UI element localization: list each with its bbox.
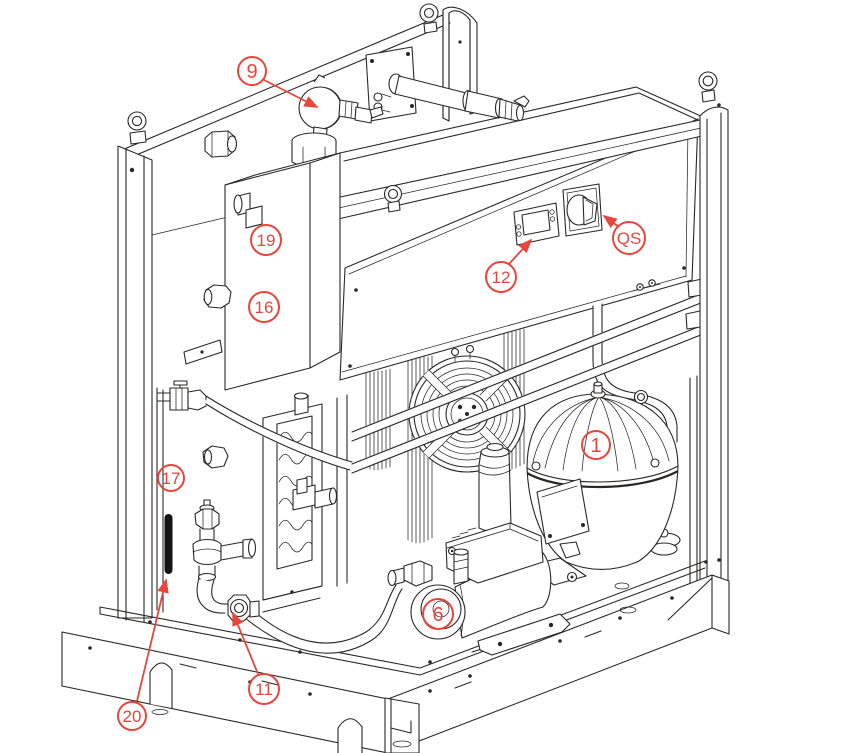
- left-corner-post: [117, 111, 164, 623]
- compressor: [526, 381, 681, 586]
- callout-label-16: 16: [255, 298, 274, 317]
- callout-circle-9: [237, 56, 267, 86]
- callout-circle-1: [581, 430, 611, 460]
- buffer-tank: [183, 74, 384, 391]
- suction-accumulator: [478, 442, 512, 533]
- callout-arrow-12: [508, 238, 533, 265]
- callout-arrow-QS: [602, 214, 620, 229]
- callout-arrow-20: [136, 578, 169, 702]
- back-panel-plug: [204, 130, 238, 158]
- water-pipes: [350, 278, 728, 474]
- callout-label-QS: QS: [617, 229, 642, 248]
- callout-label-19: 19: [257, 231, 276, 250]
- callout-circle-19: [250, 224, 282, 256]
- callout-label-6: 6: [432, 604, 443, 626]
- cabinet-top-back-rim: [339, 86, 704, 162]
- callout-circle-6: [422, 598, 454, 630]
- water-pump: [387, 522, 571, 656]
- callout-circle-17: [157, 464, 185, 492]
- callout-label-20: 20: [123, 707, 142, 726]
- callout-arrow-9: [263, 79, 319, 108]
- callout-circle-12: [485, 261, 517, 293]
- callout-label-17: 17: [162, 469, 181, 488]
- coil-window: [262, 392, 348, 613]
- controller-display: [513, 202, 560, 246]
- valve-assembly: [156, 380, 403, 654]
- callouts: 9 19 16 12 QS 1 17 6 11 20: [117, 56, 646, 731]
- callout-circle-QS: [612, 221, 646, 255]
- callout-label-12: 12: [492, 268, 511, 287]
- callout-circle-20: [117, 701, 147, 731]
- main-switch: [562, 183, 603, 237]
- right-corner-post: [689, 71, 729, 613]
- callout-circle-11: [248, 673, 280, 705]
- inlet-plate-and-pipe: [365, 46, 530, 122]
- top-center-post: [419, 3, 478, 122]
- callout-label-9: 9: [246, 61, 257, 83]
- callout-label-11: 11: [255, 680, 273, 699]
- callout-circle-16: [248, 291, 280, 323]
- sight-glass: [164, 514, 173, 574]
- callout-arrow-11: [232, 611, 259, 675]
- callout-label-1: 1: [590, 435, 601, 457]
- cabinet-front-panel: [339, 118, 699, 381]
